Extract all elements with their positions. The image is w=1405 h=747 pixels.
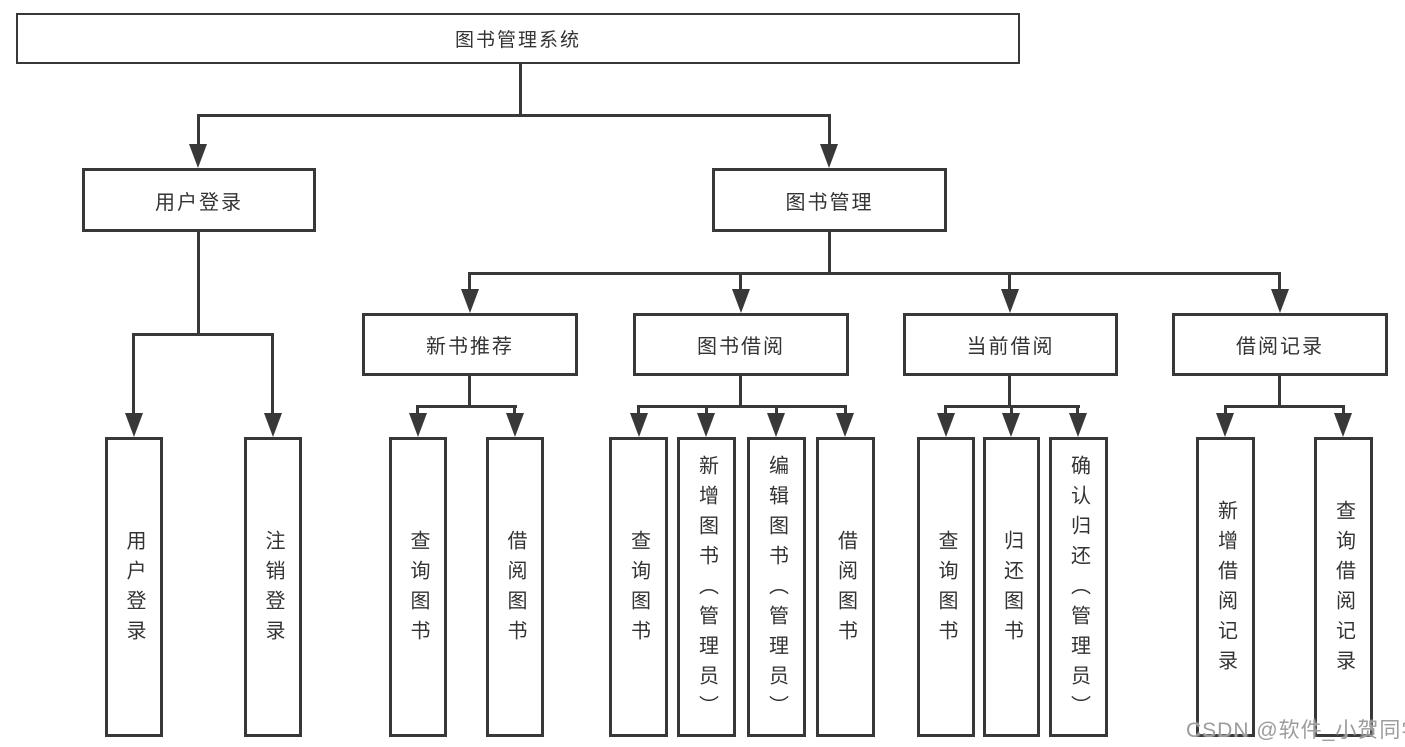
connector-login-leaf-stem: [132, 333, 135, 415]
connector-newbook-horizontal: [416, 405, 517, 408]
connector-user-login-stem: [197, 114, 200, 147]
connector-root-horizontal: [197, 114, 831, 117]
node-book-borrowing: 图书借阅: [633, 313, 849, 376]
arrow-down-icon: [506, 413, 524, 437]
connector-records-horizontal: [1224, 405, 1345, 408]
node-current-borrowing: 当前借阅: [903, 313, 1118, 376]
csdn-watermark: CSDN @软件_小贺同学: [1186, 719, 1405, 742]
node-user-login: 用户登录: [82, 168, 316, 232]
connector-leaf-stem: [1342, 405, 1345, 417]
arrow-down-icon: [264, 413, 282, 437]
connector-login-horizontal: [132, 333, 274, 336]
connector-leaf-stem: [416, 405, 419, 417]
node-book-management: 图书管理: [712, 168, 947, 232]
connector-leaf-stem: [844, 405, 847, 417]
arrow-down-icon: [409, 413, 427, 437]
leaf-borrow-books: 借阅图书: [816, 437, 875, 737]
connector-leaf-stem: [1076, 405, 1079, 417]
connector-bookborrow-stem: [739, 272, 742, 292]
arrow-down-icon: [1002, 413, 1020, 437]
arrow-down-icon: [461, 289, 479, 313]
connector-leaf-stem: [1224, 405, 1227, 417]
node-library-management-system: 图书管理系统: [16, 13, 1020, 64]
connector-newbook-stem: [468, 272, 471, 292]
node-new-book-recommendation: 新书推荐: [362, 313, 578, 376]
connector-currentborrow-stub: [1008, 374, 1011, 407]
leaf-query-books-borrow: 查询图书: [609, 437, 668, 737]
leaf-borrow-books-recommend: 借阅图书: [486, 437, 544, 737]
connector-mgmt-stub: [828, 230, 831, 275]
arrow-down-icon: [1001, 289, 1019, 313]
connector-leaf-stem: [637, 405, 640, 417]
leaf-confirm-return-admin: 确认归还（管理员）: [1049, 437, 1108, 737]
leaf-query-books-recommend: 查询图书: [389, 437, 447, 737]
connector-root-stub: [519, 62, 522, 116]
connector-records-stem: [1278, 272, 1281, 292]
connector-leaf-stem: [944, 405, 947, 417]
connector-leaf-stem: [775, 405, 778, 417]
leaf-query-books-current: 查询图书: [917, 437, 975, 737]
arrow-down-icon: [1216, 413, 1234, 437]
connector-records-stub: [1278, 374, 1281, 407]
leaf-logout: 注销登录: [244, 437, 302, 737]
connector-book-management-stem: [828, 114, 831, 147]
arrow-down-icon: [732, 289, 750, 313]
node-borrowing-records: 借阅记录: [1172, 313, 1388, 376]
arrow-down-icon: [820, 144, 838, 168]
arrow-down-icon: [189, 144, 207, 168]
leaf-user-login: 用户登录: [105, 437, 163, 737]
arrow-down-icon: [697, 413, 715, 437]
connector-newbook-stub: [468, 374, 471, 407]
arrow-down-icon: [1271, 289, 1289, 313]
connector-leaf-stem: [513, 405, 516, 417]
connector-logout-leaf-stem: [271, 333, 274, 415]
connector-currentborrow-stem: [1008, 272, 1011, 292]
arrow-down-icon: [836, 413, 854, 437]
connector-bookborrow-horizontal: [637, 405, 847, 408]
connector-mgmt-horizontal: [468, 272, 1281, 275]
arrow-down-icon: [937, 413, 955, 437]
leaf-add-books-admin: 新增图书（管理员）: [677, 437, 736, 737]
leaf-edit-books-admin: 编辑图书（管理员）: [747, 437, 806, 737]
connector-bookborrow-stub: [739, 374, 742, 407]
arrow-down-icon: [1334, 413, 1352, 437]
arrow-down-icon: [125, 413, 143, 437]
connector-leaf-stem: [1010, 405, 1013, 417]
connector-leaf-stem: [705, 405, 708, 417]
leaf-return-books: 归还图书: [983, 437, 1040, 737]
arrow-down-icon: [767, 413, 785, 437]
leaf-query-borrow-record: 查询借阅记录: [1314, 437, 1373, 737]
arrow-down-icon: [1069, 413, 1087, 437]
connector-login-stub: [197, 230, 200, 335]
leaf-add-borrow-record: 新增借阅记录: [1196, 437, 1255, 737]
arrow-down-icon: [630, 413, 648, 437]
